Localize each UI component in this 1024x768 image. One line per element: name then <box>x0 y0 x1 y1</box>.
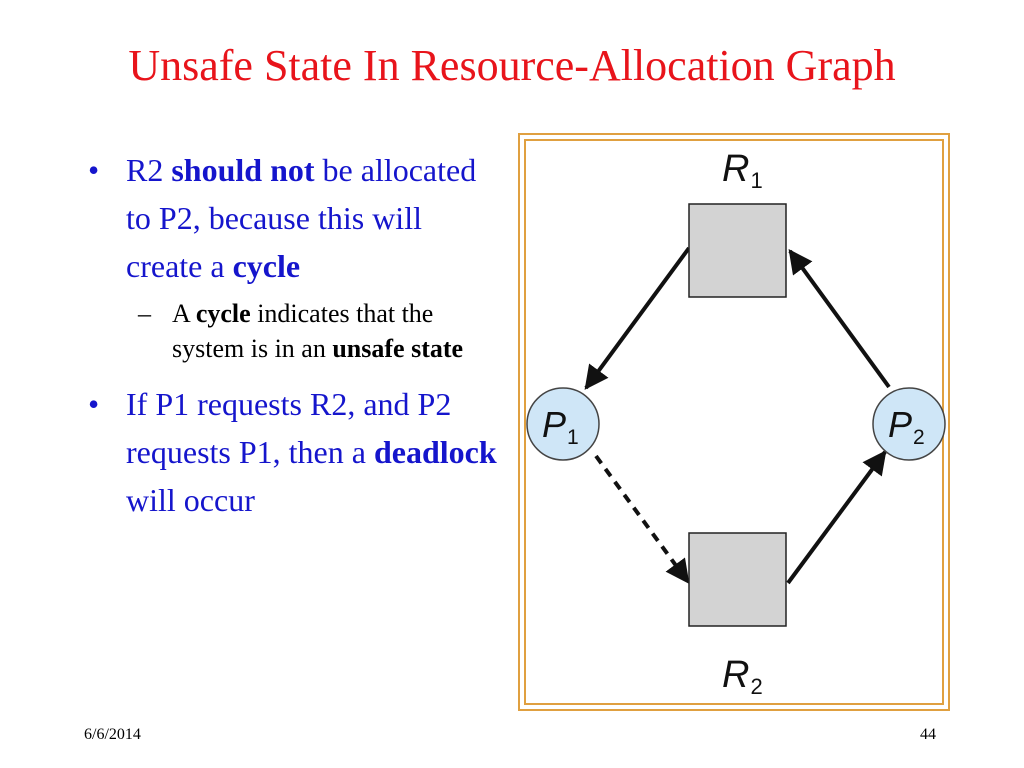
edge-r2-to-p2 <box>786 450 887 585</box>
bullet-text: R2 should not be allocated to P2, becaus… <box>126 152 477 284</box>
bullet-marker: • <box>88 386 100 422</box>
edge-p2-to-r1 <box>788 249 891 389</box>
resource-r1-label: R1 <box>722 148 763 193</box>
resource-allocation-graph: R1 R2 P1 P2 <box>518 133 950 711</box>
process-p1-label: P1 <box>542 404 579 449</box>
resource-r2-label: R2 <box>722 654 763 699</box>
bullet-item: • R2 should not be allocated to P2, beca… <box>88 146 498 290</box>
edge-r1-to-p1 <box>584 246 691 390</box>
slide-page-number: 44 <box>920 726 936 743</box>
process-p2-label: P2 <box>888 404 925 449</box>
resource-r2-box <box>688 532 787 627</box>
bullet-list: • R2 should not be allocated to P2, beca… <box>88 146 498 524</box>
sub-bullet-marker: – <box>138 299 151 328</box>
bullet-text: If P1 requests R2, and P2 requests P1, t… <box>126 386 497 518</box>
process-p1-node <box>526 387 600 461</box>
edge-p1-to-r2 <box>594 454 690 584</box>
resource-r1-box <box>688 203 787 298</box>
sub-bullet-item: – A cycle indicates that the system is i… <box>88 296 498 366</box>
process-p2-node <box>872 387 946 461</box>
slide-title: Unsafe State In Resource-Allocation Grap… <box>128 41 896 90</box>
sub-bullet-text: A cycle indicates that the system is in … <box>172 299 464 363</box>
bullet-marker: • <box>88 152 100 188</box>
slide-date: 6/6/2014 <box>84 726 141 743</box>
bullet-item: • If P1 requests R2, and P2 requests P1,… <box>88 380 498 524</box>
